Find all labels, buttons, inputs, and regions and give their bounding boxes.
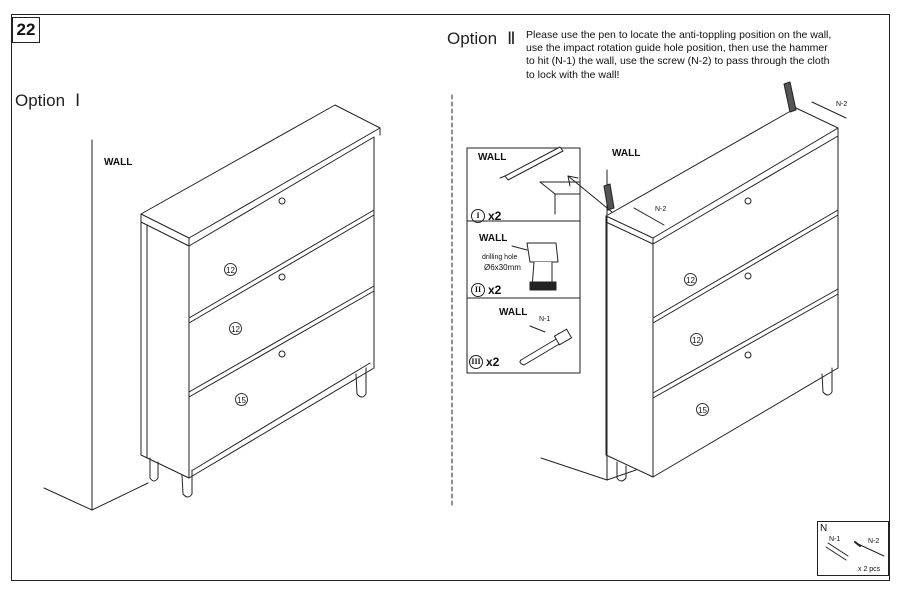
hardware-box — [817, 521, 889, 576]
panel2-note-2: Ø6x30mm — [484, 263, 521, 272]
panel1-count: x2 — [488, 209, 502, 223]
hardware-illustration — [825, 541, 885, 561]
panel3-roman: III — [469, 354, 483, 369]
option2-heading: Option Ⅱ — [447, 29, 515, 49]
drawer-label-left-3: 15 — [235, 393, 248, 406]
hardware-qty: x 2 pcs — [858, 566, 881, 573]
drawer-label-right-1: 12 — [684, 273, 697, 286]
drawer-label-right-3: 15 — [696, 403, 709, 416]
panel3-part: N-1 — [539, 316, 551, 323]
panel2-roman: II — [471, 282, 485, 297]
drawer-label-right-2: 12 — [690, 333, 703, 346]
panel1-wall: WALL — [478, 152, 507, 163]
panel1-roman: I — [471, 208, 485, 223]
option2-instructions: Please use the pen to locate the anti-to… — [526, 29, 832, 81]
option1-wall-label: WALL — [104, 157, 133, 168]
drawer-label-left-1: 12 — [224, 263, 237, 276]
page-frame — [11, 14, 890, 581]
zoom-arrow — [567, 175, 613, 213]
panel2-count: x2 — [488, 283, 502, 297]
step-number: 22 — [12, 17, 40, 43]
option2-wall-label: WALL — [612, 148, 641, 159]
drawer-label-left-2: 12 — [229, 322, 242, 335]
detail-panels — [466, 146, 581, 374]
option1-label: Option — [15, 91, 66, 110]
screw-label-top: N-2 — [836, 101, 848, 108]
option1-cabinet — [140, 104, 381, 498]
option1-heading: Option Ⅰ — [15, 91, 80, 111]
option1-wall — [43, 139, 149, 511]
panel2-wall: WALL — [479, 233, 508, 244]
panel3-count: x2 — [486, 355, 500, 369]
option2-wall — [540, 169, 637, 481]
option1-roman: Ⅰ — [75, 91, 81, 110]
hardware-n1: N-1 — [829, 536, 841, 543]
panel3-wall: WALL — [499, 307, 528, 318]
option2-roman: Ⅱ — [507, 29, 516, 48]
hardware-n2: N-2 — [868, 538, 880, 545]
hardware-title: N — [820, 523, 828, 534]
option2-label: Option — [447, 29, 498, 48]
panel2-note-1: drilling hole — [482, 254, 518, 261]
option2-cabinet — [603, 81, 847, 482]
screw-label-side: N-2 — [655, 206, 667, 213]
